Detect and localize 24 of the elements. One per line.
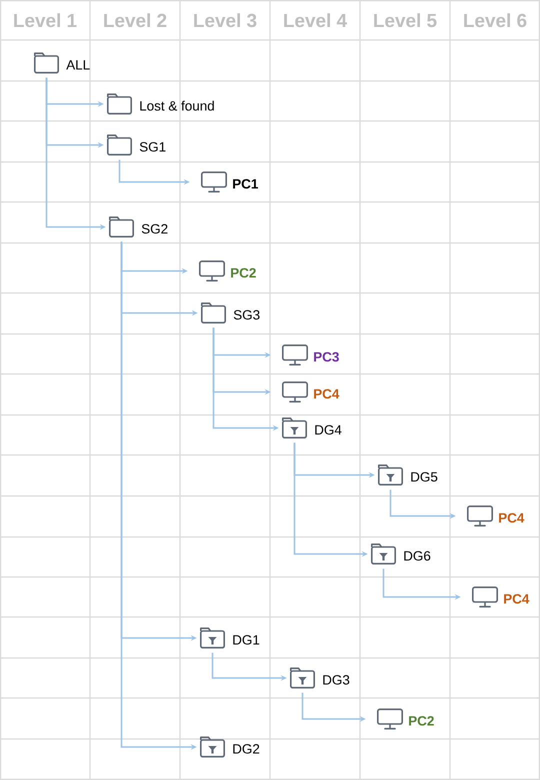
node-label: ALL	[66, 60, 90, 70]
node-label: DG4	[315, 425, 342, 435]
column-header: Level 2	[104, 13, 166, 28]
column-header: Level 3	[194, 13, 256, 28]
column-header: Level 4	[284, 13, 347, 28]
node-label: DG6	[404, 551, 430, 561]
node-label: PC2	[231, 268, 256, 278]
column-header: Level 6	[464, 13, 526, 28]
node-label: DG1	[233, 635, 260, 645]
node-label: DG2	[233, 744, 260, 754]
node-label: Lost & found	[140, 100, 214, 111]
node-label: PC2	[409, 716, 434, 726]
node-label: PC4	[314, 389, 340, 399]
node-label: SG3	[234, 310, 260, 320]
node-label: PC4	[499, 513, 524, 523]
node-label: PC4	[504, 594, 530, 604]
node-label: SG1	[140, 142, 166, 152]
node-label: DG5	[411, 472, 438, 482]
node-label: PC3	[314, 352, 339, 362]
node-label: DG3	[323, 675, 350, 685]
node-label: SG2	[142, 224, 168, 234]
column-header: Level 1	[14, 13, 77, 28]
node-label: PC1	[233, 179, 258, 189]
column-header: Level 5	[374, 13, 437, 28]
